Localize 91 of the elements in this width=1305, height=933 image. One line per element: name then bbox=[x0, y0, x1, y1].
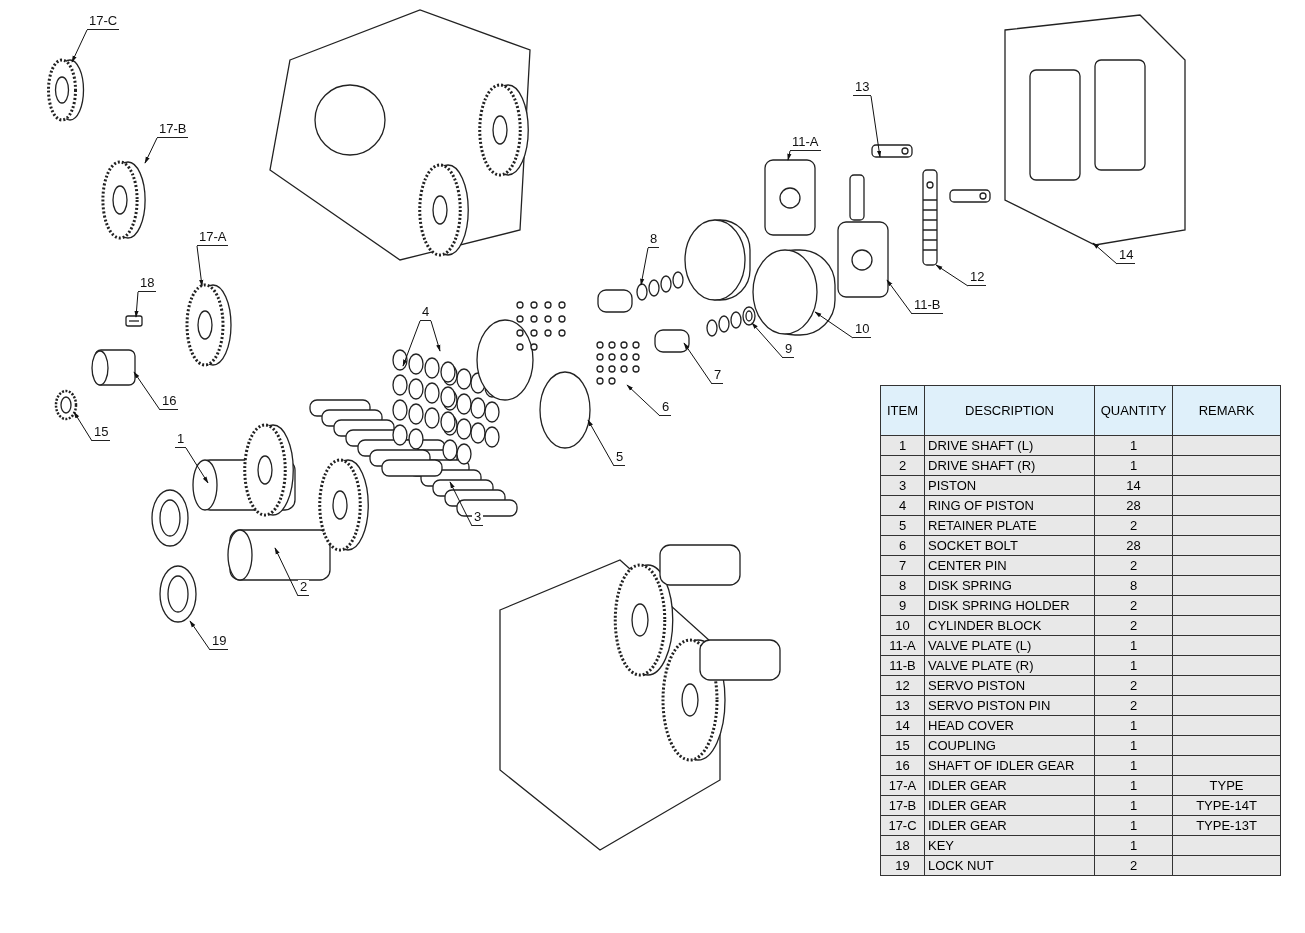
leader-line bbox=[402, 320, 421, 367]
valve-plate-drawing bbox=[764, 159, 816, 236]
callout-number: 11-B bbox=[912, 298, 943, 314]
leader-line bbox=[814, 311, 854, 339]
leader-line bbox=[144, 137, 158, 164]
callout-number: 11-A bbox=[790, 135, 821, 151]
key-drawing bbox=[125, 315, 143, 327]
callout-number: 12 bbox=[968, 270, 987, 286]
table-cell: 5 bbox=[880, 515, 925, 536]
table-cell: 7 bbox=[880, 555, 925, 576]
center-pin-drawing bbox=[597, 289, 690, 353]
callout-number: 17-A bbox=[197, 230, 229, 246]
cylinder-block-drawing bbox=[752, 249, 836, 336]
gear-drawing bbox=[47, 58, 85, 122]
retainer-plate-drawing bbox=[476, 319, 591, 449]
leader-line bbox=[189, 620, 211, 651]
leader-line bbox=[73, 411, 93, 442]
callout-number: 19 bbox=[210, 634, 229, 650]
callout-number: 9 bbox=[783, 342, 795, 358]
table-cell: 17-C bbox=[880, 815, 925, 836]
leader-line bbox=[274, 547, 299, 597]
leader-line bbox=[430, 320, 441, 352]
leader-line bbox=[886, 279, 913, 315]
callout-number: 6 bbox=[660, 400, 672, 416]
servo-piston-pin-drawing bbox=[871, 144, 913, 158]
leader-line bbox=[587, 419, 615, 467]
table-cell: 19 bbox=[880, 855, 925, 876]
table-cell: 2 bbox=[880, 455, 925, 476]
callout-number: 8 bbox=[648, 232, 660, 248]
leader-line bbox=[1092, 242, 1118, 265]
table-cell: 18 bbox=[880, 835, 925, 856]
leader-line bbox=[870, 95, 882, 158]
leader-line bbox=[751, 322, 784, 359]
coupling-drawing bbox=[54, 389, 78, 421]
table-cell: 13 bbox=[880, 695, 925, 716]
table-cell: 16 bbox=[880, 755, 925, 776]
callout-number: 18 bbox=[138, 276, 157, 292]
valve-plate-drawing bbox=[837, 221, 889, 298]
table-cell: 14 bbox=[880, 715, 925, 736]
servo-piston-drawing bbox=[922, 169, 938, 266]
lock-nut-drawing bbox=[151, 489, 197, 623]
table-cell: 4 bbox=[880, 495, 925, 516]
leader-line bbox=[935, 264, 969, 287]
callout-number: 16 bbox=[160, 394, 179, 410]
callout-number: 1 bbox=[175, 432, 187, 448]
leader-line bbox=[134, 291, 139, 318]
head-cover-drawing bbox=[1004, 14, 1186, 246]
disk-spring-drawing bbox=[636, 271, 742, 337]
column-header: QUANTITY bbox=[1094, 385, 1173, 436]
leader-line bbox=[185, 447, 209, 484]
table-cell: 10 bbox=[880, 615, 925, 636]
leader-line bbox=[196, 245, 204, 287]
callout-number: 15 bbox=[92, 425, 111, 441]
callout-number: 4 bbox=[420, 305, 432, 321]
table-cell: 17-A bbox=[880, 775, 925, 796]
shaft-drawing bbox=[227, 458, 369, 581]
table-cell: 17-B bbox=[880, 795, 925, 816]
callout-number: 2 bbox=[298, 580, 310, 596]
callout-number: 10 bbox=[853, 322, 872, 338]
table-cell: 1 bbox=[880, 435, 925, 456]
leader-line bbox=[71, 29, 88, 63]
table-cell: 6 bbox=[880, 535, 925, 556]
shaft-drawing bbox=[192, 423, 296, 517]
leader-line bbox=[133, 371, 161, 411]
spring-holder-drawing bbox=[742, 306, 756, 326]
leader-line bbox=[640, 247, 649, 286]
gear-drawing bbox=[101, 160, 146, 240]
callout-number: 17-B bbox=[157, 122, 189, 138]
table-cell: 8 bbox=[880, 575, 925, 596]
table-cell: 9 bbox=[880, 595, 925, 616]
gear-drawing bbox=[185, 283, 232, 367]
callout-number: 7 bbox=[712, 368, 724, 384]
leader-line bbox=[626, 384, 661, 417]
leader-line bbox=[787, 150, 792, 161]
table-cell: 12 bbox=[880, 675, 925, 696]
callout-number: 5 bbox=[614, 450, 626, 466]
table-cell: 3 bbox=[880, 475, 925, 496]
callout-number: 14 bbox=[1117, 248, 1136, 264]
column-header: DESCRIPTION bbox=[924, 385, 1095, 436]
callout-number: 3 bbox=[472, 510, 484, 526]
leader-line bbox=[449, 481, 473, 527]
callout-number: 13 bbox=[853, 80, 872, 96]
shaft-drawing bbox=[91, 349, 136, 386]
socket-bolt-drawing bbox=[516, 301, 640, 385]
column-header: REMARK bbox=[1172, 385, 1281, 436]
table-cell: 11-B bbox=[880, 655, 925, 676]
table-cell: 11-A bbox=[880, 635, 925, 656]
table-cell: 15 bbox=[880, 735, 925, 756]
callout-number: 17-C bbox=[87, 14, 120, 30]
leader-line bbox=[683, 342, 713, 385]
column-header: ITEM bbox=[880, 385, 925, 436]
